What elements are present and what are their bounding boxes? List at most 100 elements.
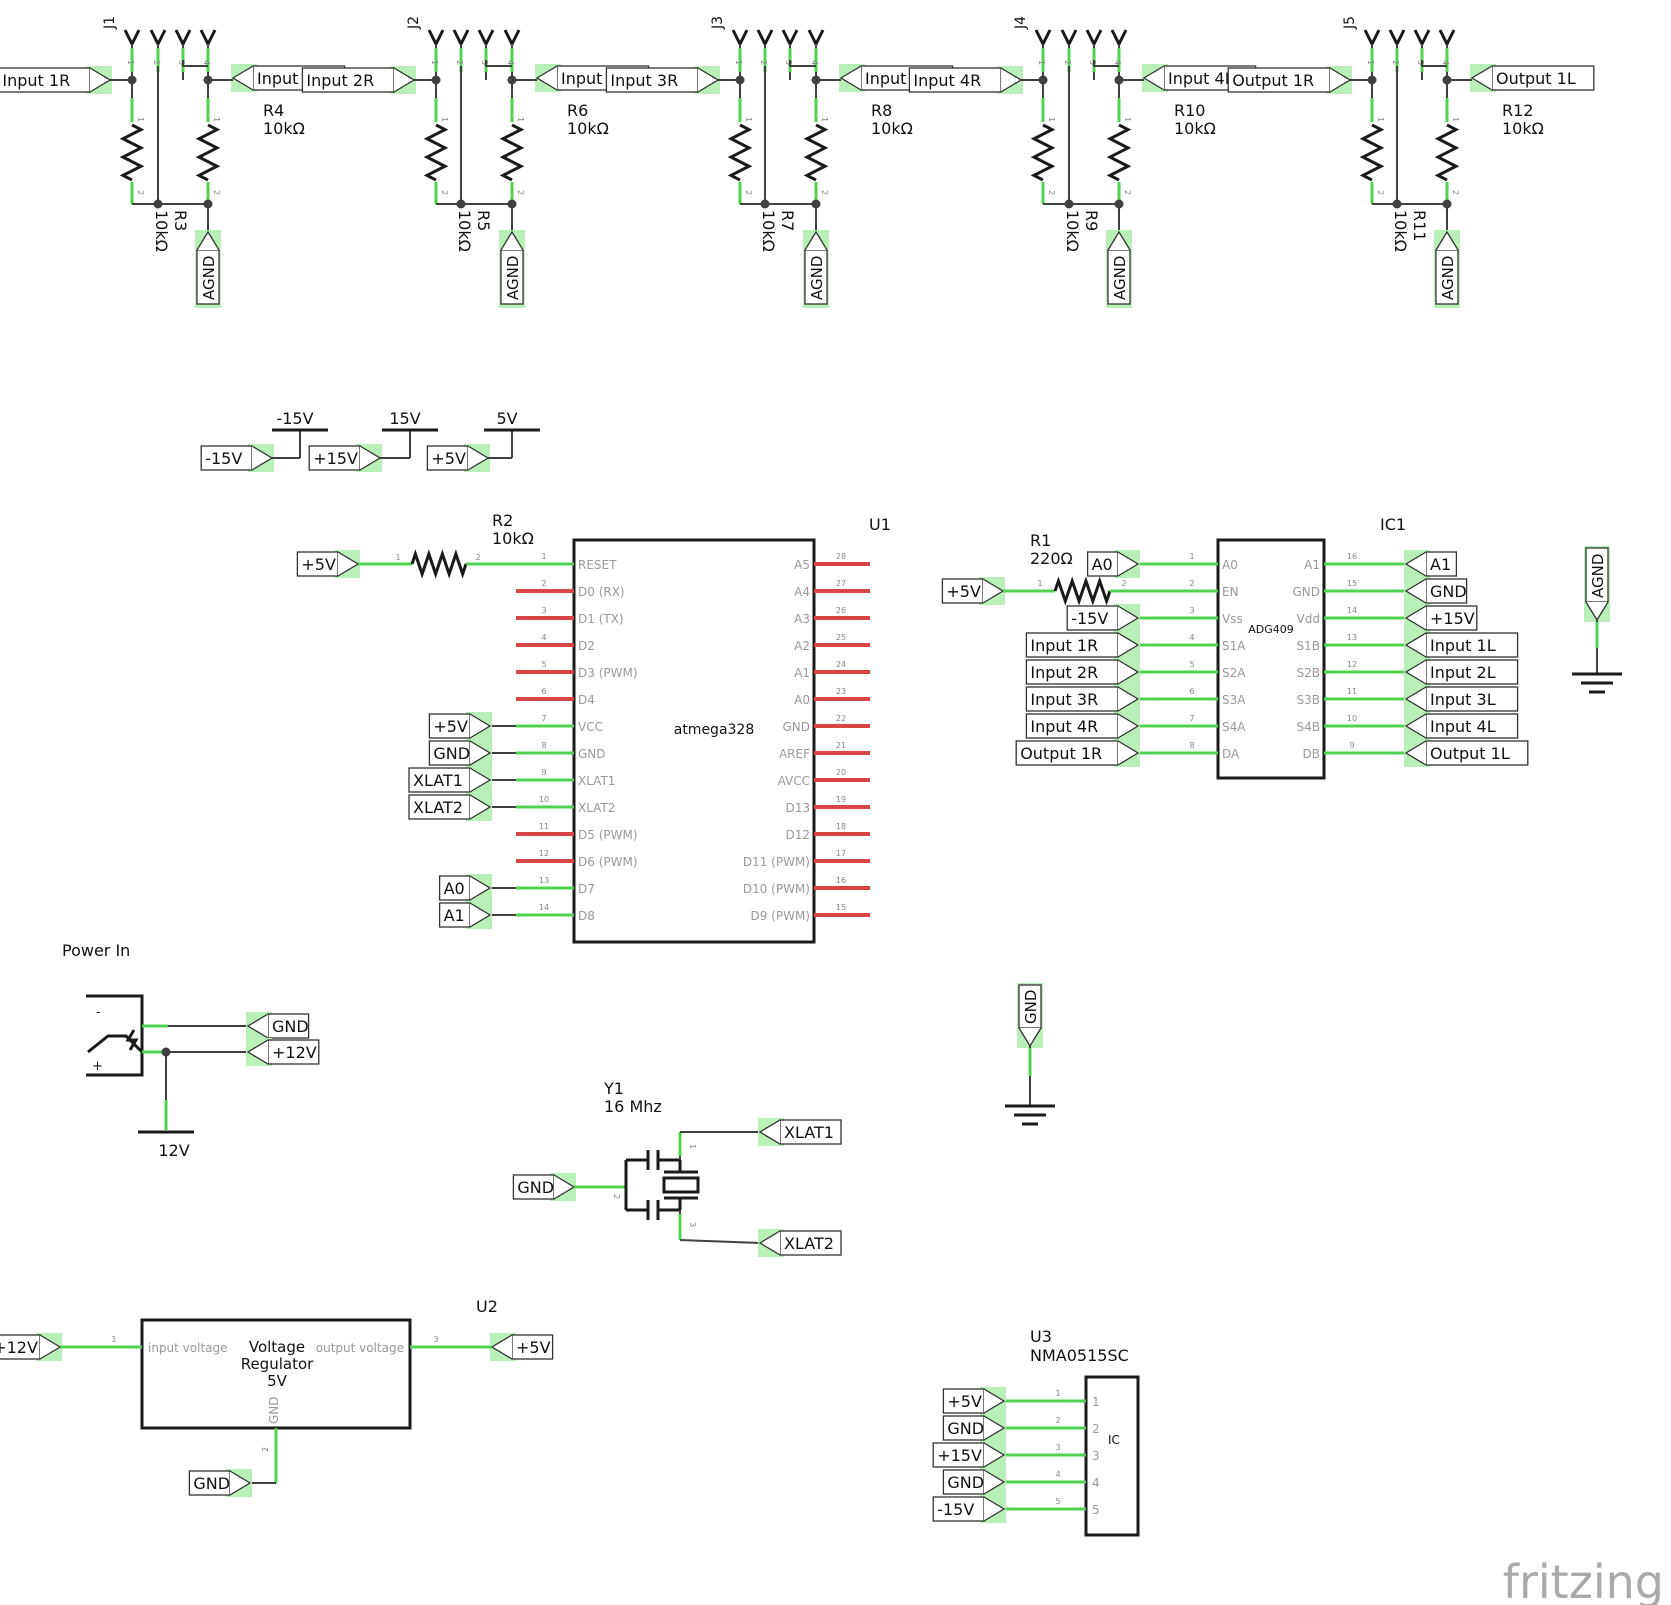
net-label-box[interactable] xyxy=(1025,659,1119,685)
net-label-text: GND xyxy=(1022,990,1040,1024)
crystal-icon xyxy=(626,1150,680,1170)
net-label-box[interactable] xyxy=(1086,551,1119,577)
jack-minus: - xyxy=(96,1005,101,1020)
net-label-arrow xyxy=(500,230,524,251)
rail-net-label: -15V xyxy=(200,444,274,472)
ic1-net-label: Input 4R xyxy=(1025,712,1140,740)
net-label-box[interactable] xyxy=(301,67,395,93)
connector-ref: J1 xyxy=(102,16,118,30)
net-label-arrow xyxy=(1117,632,1140,658)
net-label-box[interactable] xyxy=(438,875,471,901)
gnd-label: GND xyxy=(1017,983,1043,1048)
pin-number: 3 xyxy=(1416,60,1425,65)
pin-number: 1 xyxy=(126,60,135,65)
net-label-box[interactable] xyxy=(188,1470,231,1496)
net-label-box[interactable] xyxy=(512,1174,555,1200)
pin-number: 1 xyxy=(440,117,449,122)
pin-name: D4 xyxy=(578,693,595,707)
net-label-box[interactable] xyxy=(779,1230,842,1256)
net-label-box[interactable] xyxy=(408,767,471,793)
net-label-text: +5V xyxy=(946,582,981,601)
connector-pin-icon xyxy=(1085,29,1103,48)
net-label-arrow xyxy=(469,767,492,793)
net-label-box[interactable] xyxy=(1227,67,1331,93)
resistor-ref: R3 xyxy=(171,210,190,231)
net-label-box[interactable] xyxy=(605,67,699,93)
resistor-value: 10kΩ xyxy=(1174,119,1216,138)
crystal-ref: Y1 xyxy=(603,1079,624,1098)
net-label-text: XLAT1 xyxy=(413,771,463,790)
gnd-symbol: GND xyxy=(1005,983,1055,1126)
net-label-box[interactable] xyxy=(1425,686,1519,712)
pin-number: 19 xyxy=(836,795,846,804)
connector-pin-icon xyxy=(123,29,141,48)
net-label-box[interactable] xyxy=(932,1496,985,1522)
net-label-text: GND xyxy=(1430,582,1467,601)
pin-number: 24 xyxy=(836,660,846,669)
junction-dot xyxy=(1064,199,1074,209)
net-label-box[interactable] xyxy=(267,1039,320,1065)
ic-ref: U2 xyxy=(476,1297,498,1316)
pin-number: 20 xyxy=(836,768,846,777)
net-label-box[interactable] xyxy=(428,713,471,739)
net-label-box[interactable] xyxy=(296,551,339,577)
net-label-text: Input 4L xyxy=(1168,69,1234,88)
agnd-label: AGND xyxy=(1434,230,1460,308)
pin-name: 5 xyxy=(1092,1503,1100,1517)
pin-name: XLAT2 xyxy=(578,801,615,815)
net-label-box[interactable] xyxy=(779,1119,842,1145)
net-label-box[interactable] xyxy=(942,1415,985,1441)
net-label-box[interactable] xyxy=(1425,551,1458,577)
pin-number: 26 xyxy=(836,606,846,615)
resistor-icon xyxy=(195,123,221,182)
net-label-box[interactable] xyxy=(1425,632,1519,658)
connector-pin-icon xyxy=(1438,29,1456,48)
ic-name: atmega328 xyxy=(674,722,755,738)
u1-net-label: GND xyxy=(428,739,492,767)
net-label-box[interactable] xyxy=(941,578,984,604)
wire xyxy=(182,60,208,67)
pin-number: 2 xyxy=(136,190,145,195)
net-label-box[interactable] xyxy=(1491,65,1595,91)
pin-number: 10 xyxy=(539,795,549,804)
net-label-box[interactable] xyxy=(438,902,471,928)
net-label-box[interactable] xyxy=(200,445,253,471)
ic-body[interactable] xyxy=(572,538,816,944)
pin-number: 7 xyxy=(541,714,546,723)
connector-pin-icon xyxy=(452,29,470,48)
net-label-text: +5V xyxy=(301,555,336,574)
net-label-box[interactable] xyxy=(308,445,361,471)
pin-name: 2 xyxy=(1092,1422,1100,1436)
net-label-box[interactable] xyxy=(267,1013,310,1039)
resistor-icon xyxy=(423,123,449,182)
connector-pin-icon xyxy=(199,29,217,48)
net-label-box[interactable] xyxy=(428,740,471,766)
ic-body[interactable] xyxy=(1216,538,1326,780)
net-label-text: -15V xyxy=(937,1500,974,1519)
net-label-box[interactable] xyxy=(1025,632,1119,658)
r2-net-label: +5V xyxy=(296,550,360,578)
net-label-box[interactable] xyxy=(1425,578,1468,604)
pin-number: 2 xyxy=(152,60,161,65)
net-label-arrow xyxy=(804,230,828,251)
net-label-box[interactable] xyxy=(0,67,91,93)
net-label-arrow xyxy=(839,65,862,91)
rail-name: 5V xyxy=(496,409,517,428)
ic-body[interactable] xyxy=(1084,1375,1140,1537)
net-label-box[interactable] xyxy=(932,1442,985,1468)
connector-pin-icon xyxy=(452,29,470,48)
ic1-net-label: +15V xyxy=(1404,604,1478,632)
net-label-box[interactable] xyxy=(1015,740,1119,766)
pin-name: GND xyxy=(1292,585,1320,599)
resistor-value: 10kΩ xyxy=(152,210,171,252)
wire[interactable] xyxy=(679,1239,761,1244)
pin-name: A5 xyxy=(794,558,810,572)
net-label-text: A0 xyxy=(1092,555,1113,574)
net-label-box[interactable] xyxy=(1425,740,1529,766)
pin-number: 3 xyxy=(480,60,489,65)
